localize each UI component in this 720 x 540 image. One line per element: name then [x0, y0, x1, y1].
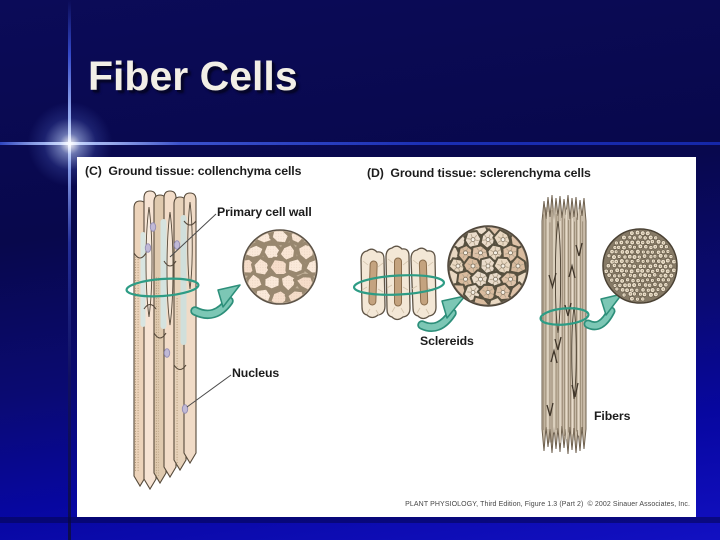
panel-c-header: (C) Ground tissue: collenchyma cells [85, 164, 302, 178]
label-nucleus: Nucleus [232, 366, 280, 380]
horizontal-accent-line [0, 142, 720, 145]
figure-panel: (C) Ground tissue: collenchyma cells (D)… [77, 157, 696, 517]
figure-credit-caption: PLANT PHYSIOLOGY, Third Edition, Figure … [405, 501, 690, 508]
collenchyma-cross-section [242, 229, 318, 305]
bottom-shadow-stripe [0, 517, 720, 523]
label-primary-cell-wall: Primary cell wall [217, 205, 312, 219]
section-ring-icon [539, 307, 590, 326]
vertical-accent-line [68, 0, 71, 540]
figure-artwork [125, 190, 678, 491]
section-ring-icon [125, 277, 200, 298]
magnify-arrow-icon [417, 295, 466, 332]
slide-title: Fiber Cells [88, 53, 298, 99]
sclereids-illustration [360, 245, 437, 321]
collenchyma-cells-illustration [133, 190, 197, 491]
magnify-arrow-icon [190, 284, 241, 320]
label-fibers: Fibers [594, 409, 631, 423]
pointer-line-nucleus [186, 374, 232, 408]
magnify-arrow-icon [583, 293, 623, 331]
pointer-line-primary-cell-wall [169, 213, 217, 258]
fibers-cross-section [602, 228, 678, 304]
panel-d-header: (D) Ground tissue: sclerenchyma cells [367, 166, 591, 180]
nucleus-ovals [144, 222, 189, 414]
label-sclereids: Sclereids [420, 334, 474, 348]
section-ring-icon [352, 274, 446, 296]
